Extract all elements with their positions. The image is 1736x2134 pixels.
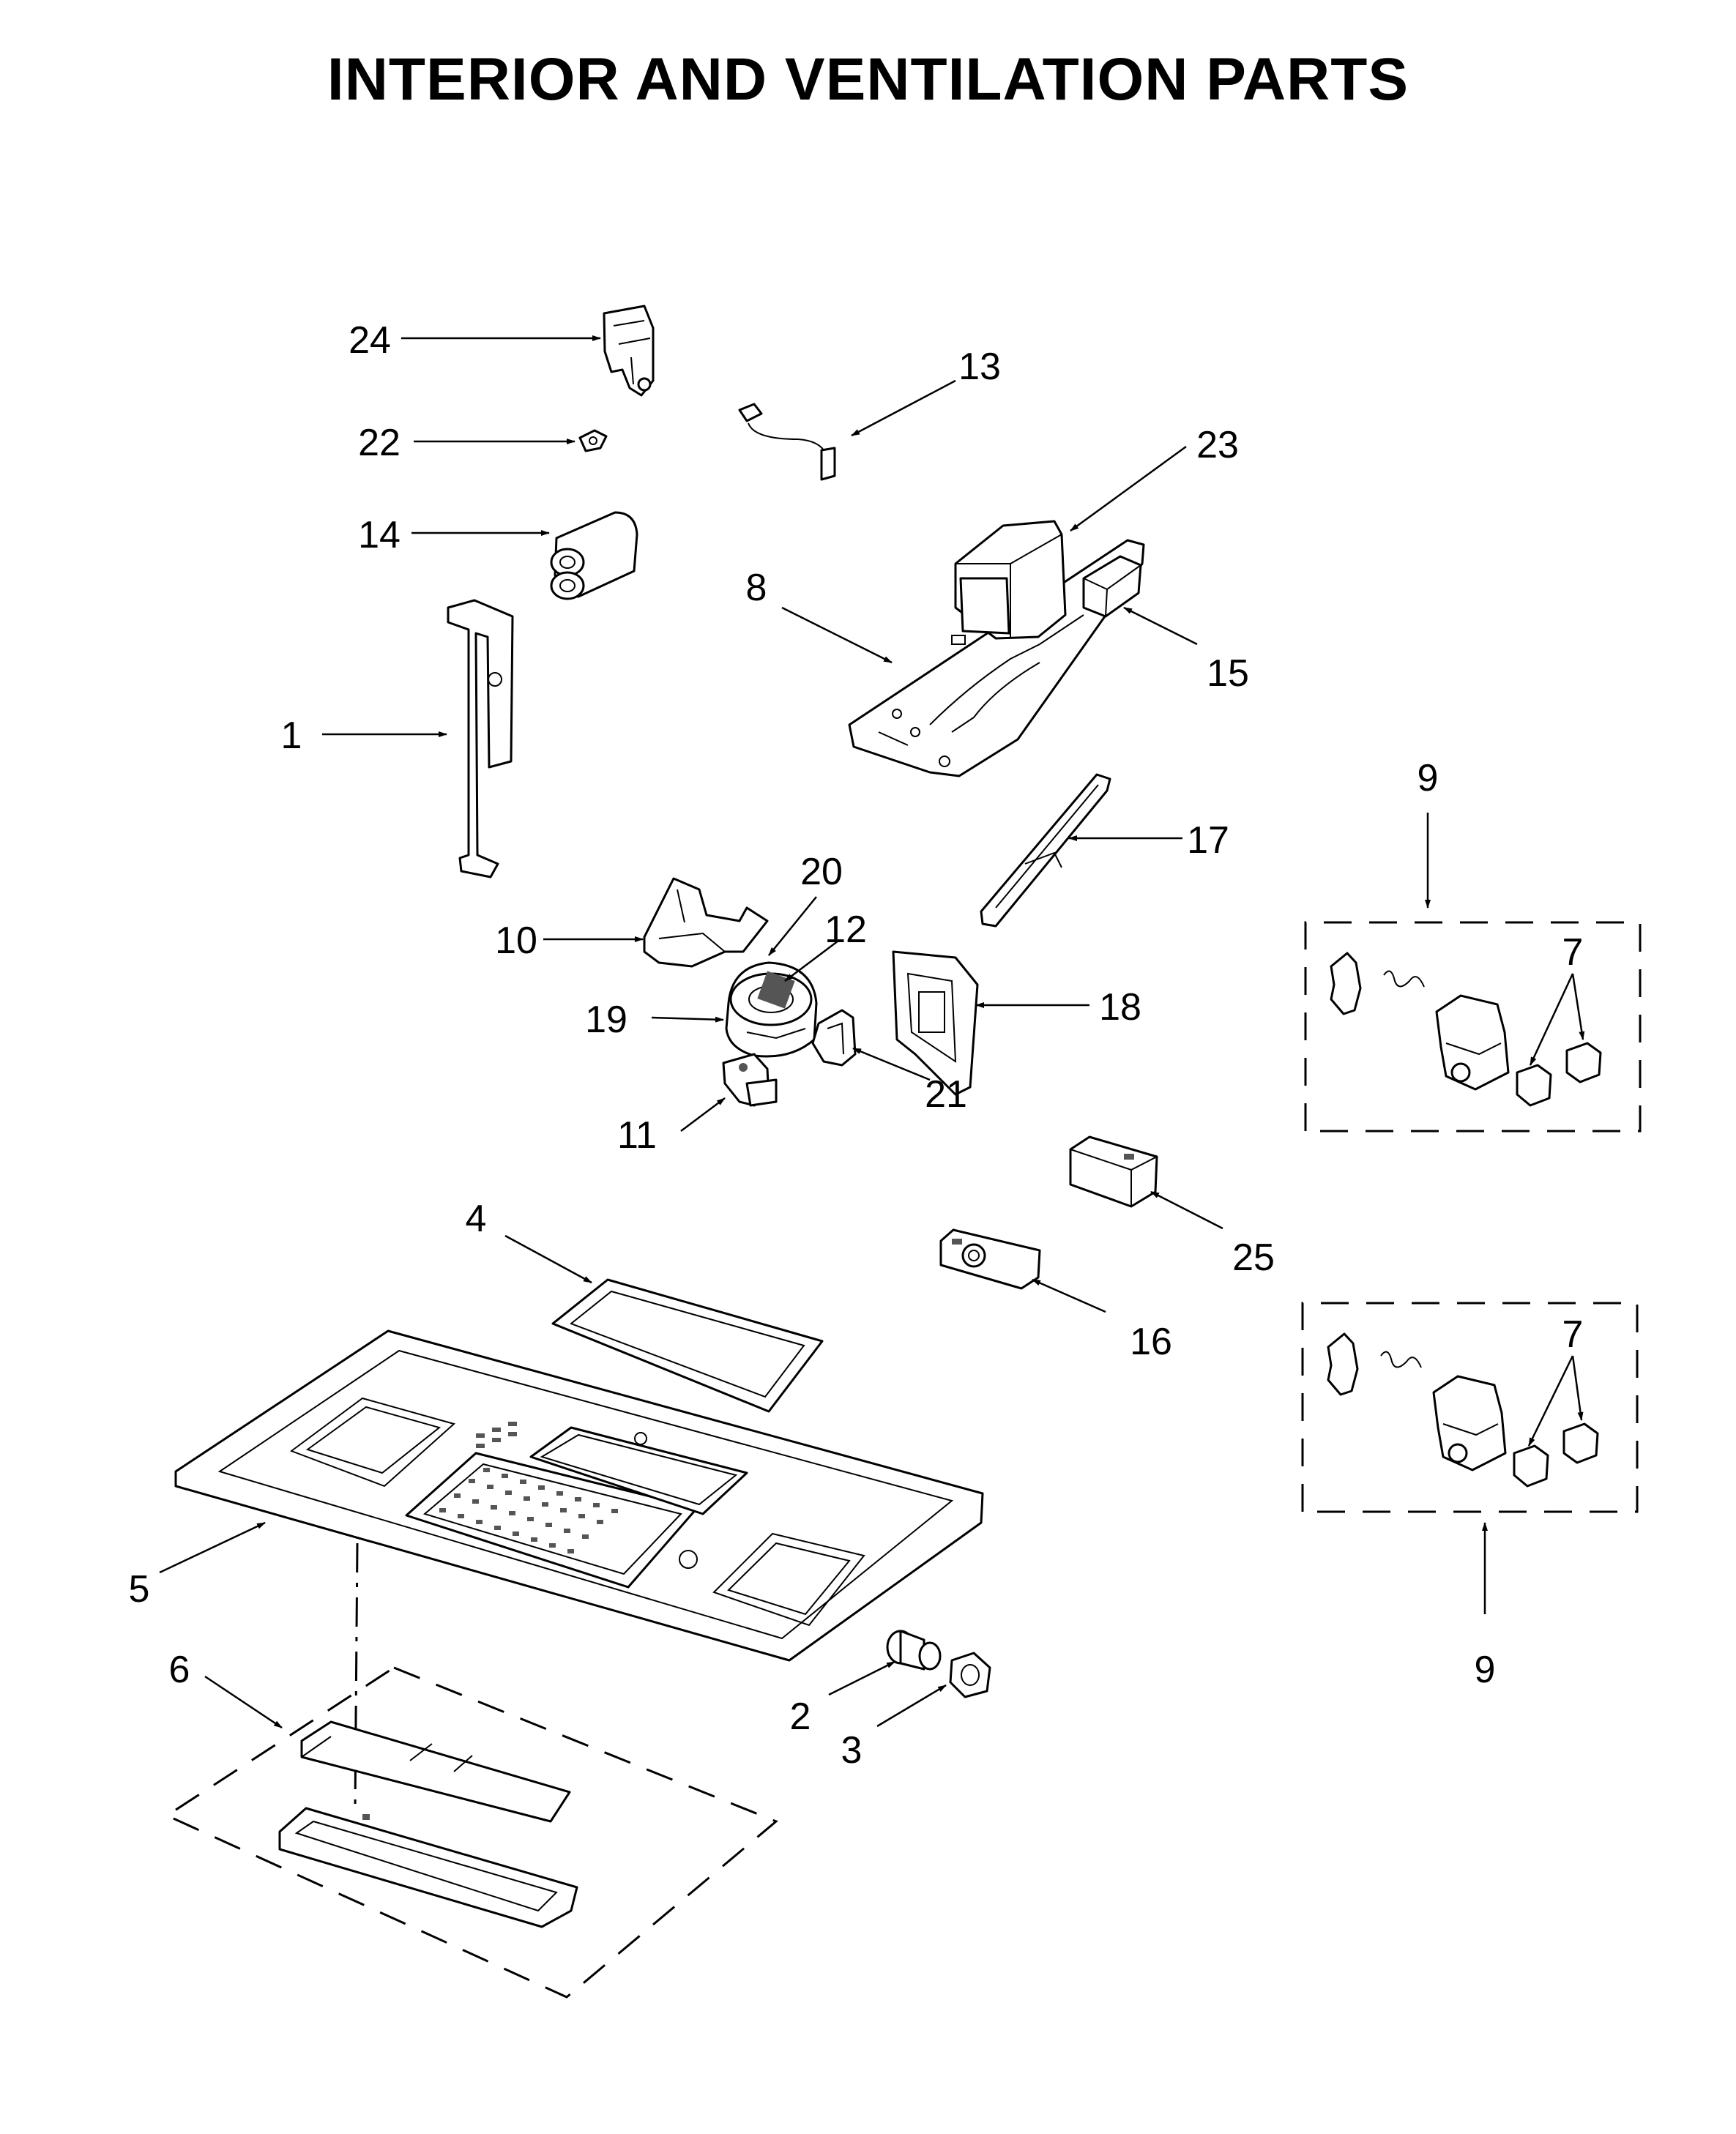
part-1-vertical-bracket xyxy=(447,599,514,878)
part-25-box xyxy=(1069,1135,1158,1208)
label-23: 23 xyxy=(1196,424,1239,466)
label-1: 1 xyxy=(281,715,302,757)
leader-lines xyxy=(159,335,1585,1729)
part-24-bracket xyxy=(603,305,655,397)
label-12: 12 xyxy=(824,909,867,951)
label-2: 2 xyxy=(790,1695,811,1738)
part-10-motor-mount xyxy=(643,877,769,968)
label-16: 16 xyxy=(1130,1321,1172,1363)
label-17: 17 xyxy=(1187,819,1229,862)
part-23-transformer xyxy=(954,520,1067,640)
part-15-connector-block xyxy=(1082,555,1142,618)
label-9-top: 9 xyxy=(1418,757,1439,799)
label-9-bottom: 9 xyxy=(1475,1649,1496,1691)
diagram-title: INTERIOR AND VENTILATION PARTS xyxy=(327,46,1409,113)
label-3: 3 xyxy=(841,1729,863,1772)
label-22: 22 xyxy=(358,422,401,464)
label-5: 5 xyxy=(129,1568,150,1611)
part-8-base-plate xyxy=(848,539,1145,777)
part-9-assembly-bottom xyxy=(1301,1302,1639,1513)
label-24: 24 xyxy=(349,319,391,362)
label-8: 8 xyxy=(746,567,767,609)
part-11-thermostat xyxy=(722,1053,778,1107)
label-11: 11 xyxy=(617,1114,657,1157)
label-21: 21 xyxy=(925,1073,967,1116)
label-20: 20 xyxy=(800,851,843,893)
label-7-top: 7 xyxy=(1562,931,1584,974)
label-25: 25 xyxy=(1232,1236,1275,1279)
part-3-socket-base xyxy=(949,1652,991,1698)
part-9-assembly-top xyxy=(1304,921,1642,1133)
label-13: 13 xyxy=(958,346,1001,388)
part-16-light-plate xyxy=(939,1228,1041,1290)
part-21-bracket xyxy=(811,1009,857,1067)
part-19-fan-motor xyxy=(725,961,818,1058)
part-14-capacitor xyxy=(550,511,638,600)
part-13-diode xyxy=(738,403,836,481)
part-5-bottom-panel xyxy=(174,1329,984,1662)
callout-labels: 24 22 14 1 13 23 8 15 17 9 20 12 10 19 1… xyxy=(129,319,1584,1772)
part-18-damper-plate xyxy=(892,950,979,1096)
label-15: 15 xyxy=(1207,652,1249,695)
part-2-light-socket xyxy=(886,1630,942,1671)
part-4-gasket xyxy=(551,1278,824,1413)
label-18: 18 xyxy=(1099,986,1141,1029)
part-17-rail xyxy=(980,773,1111,928)
label-7-bottom: 7 xyxy=(1562,1313,1584,1356)
label-6: 6 xyxy=(169,1649,190,1691)
part-6-vent-filter xyxy=(164,1542,778,1999)
label-10: 10 xyxy=(495,919,537,962)
label-19: 19 xyxy=(585,999,627,1041)
part-22-clip xyxy=(578,429,608,452)
label-14: 14 xyxy=(358,514,401,556)
label-4: 4 xyxy=(466,1198,487,1240)
